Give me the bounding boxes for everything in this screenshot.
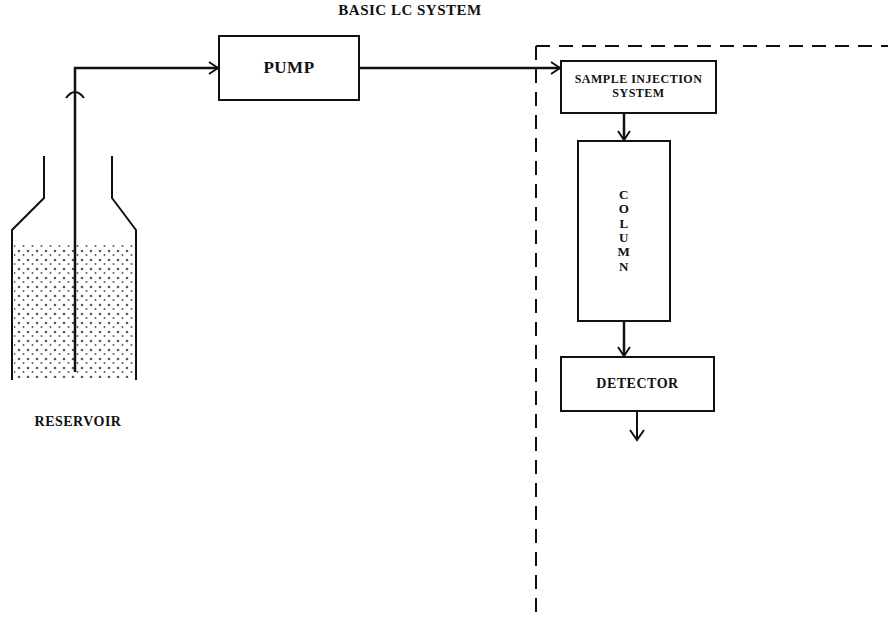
- detector-box: DETECTOR: [560, 356, 715, 412]
- reservoir-label: RESERVOIR: [8, 414, 148, 430]
- box-label: COLUMN: [618, 188, 631, 274]
- dashed-boundary: [536, 45, 888, 47]
- outlet-line: [636, 412, 638, 440]
- flow-arrow: [75, 68, 218, 150]
- flow-arrow: [623, 322, 626, 356]
- column-box: COLUMN: [577, 140, 671, 322]
- injector-box: SAMPLE INJECTION SYSTEM: [560, 60, 717, 114]
- bottle-outline: [8, 150, 148, 400]
- box-label: PUMP: [263, 58, 314, 78]
- flow-arrow: [623, 114, 626, 140]
- dashed-boundary: [535, 46, 537, 619]
- box-label: DETECTOR: [596, 376, 678, 392]
- pump-box: PUMP: [218, 35, 360, 101]
- diagram-title: BASIC LC SYSTEM: [300, 2, 520, 19]
- reservoir-bottle: RESERVOIR: [8, 150, 148, 430]
- box-label: SAMPLE INJECTION SYSTEM: [566, 73, 711, 101]
- flow-arrow: [360, 67, 560, 70]
- outlet-arrow: [630, 430, 644, 440]
